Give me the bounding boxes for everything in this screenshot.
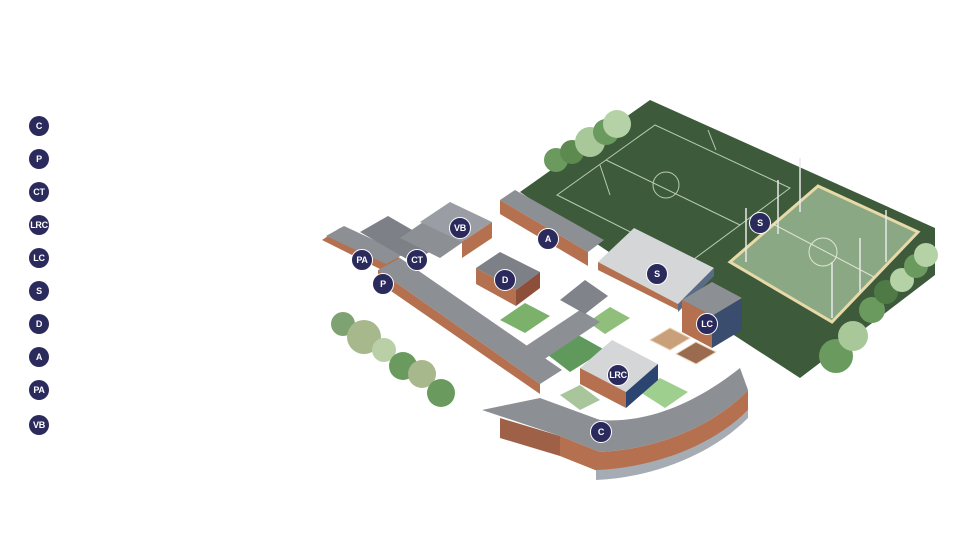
building-main-block (378, 258, 608, 394)
legend-badge: CT (29, 182, 49, 202)
marker-ct[interactable]: CT (406, 249, 428, 271)
lawn-courtyard (548, 335, 605, 372)
legend-item-s[interactable]: S (29, 281, 69, 305)
legend-badge: S (29, 281, 49, 301)
marker-pa[interactable]: PA (351, 249, 373, 271)
lawn-south (640, 378, 688, 408)
legend-item-p[interactable]: P (29, 149, 69, 173)
allotments (648, 327, 718, 365)
legend-badge: P (29, 149, 49, 169)
lawn-east (588, 307, 630, 334)
legend-badge: VB (29, 415, 49, 435)
legend-badge: LRC (29, 215, 49, 235)
astroturf-lines (772, 223, 875, 278)
legend-item-vb[interactable]: VB (29, 415, 69, 439)
marker-lrc[interactable]: LRC (607, 364, 629, 386)
legend-item-lrc[interactable]: LRC (29, 215, 69, 239)
trees (331, 110, 938, 407)
legend-item-pa[interactable]: PA (29, 380, 69, 404)
marker-p[interactable]: P (372, 273, 394, 295)
marker-s-hall[interactable]: S (646, 263, 668, 285)
marker-lc[interactable]: LC (696, 313, 718, 335)
legend-badge: LC (29, 248, 49, 268)
lawn-quad (500, 303, 550, 333)
legend-badge: A (29, 347, 49, 367)
legend-item-d[interactable]: D (29, 314, 69, 338)
legend-item-a[interactable]: A (29, 347, 69, 371)
legend-badge: D (29, 314, 49, 334)
legend-item-c[interactable]: C (29, 116, 69, 140)
astroturf-pitch (727, 184, 921, 324)
legend-badge: C (29, 116, 49, 136)
legend-badge: PA (29, 380, 49, 400)
marker-c[interactable]: C (590, 421, 612, 443)
legend-item-lc[interactable]: LC (29, 248, 69, 272)
building-c (482, 368, 748, 480)
marker-a[interactable]: A (537, 228, 559, 250)
marker-vb[interactable]: VB (449, 217, 471, 239)
marker-s-pitch[interactable]: S (749, 212, 771, 234)
legend-item-ct[interactable]: CT (29, 182, 69, 206)
marker-d[interactable]: D (494, 269, 516, 291)
floodlights (745, 158, 887, 318)
lawn-lrc (560, 385, 600, 410)
